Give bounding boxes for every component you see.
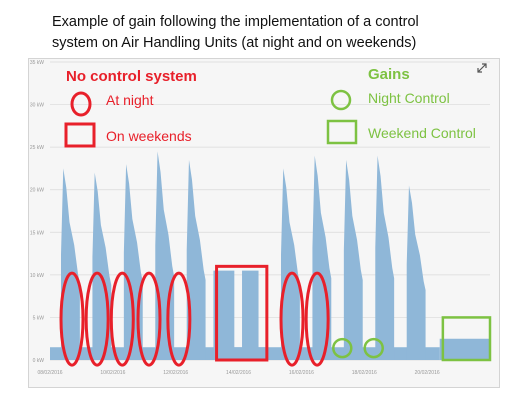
y-tick-label: 20 kW (30, 188, 44, 194)
y-tick-label: 25 kW (30, 145, 44, 151)
weekday-load-area (343, 159, 363, 360)
night-no-control-ellipse (279, 271, 305, 367)
weekday-load-area (186, 159, 206, 360)
night-control-circle (332, 337, 353, 359)
x-tick-label: 08/02/2016 (37, 370, 62, 376)
caption-line-1: Example of gain following the implementa… (52, 14, 419, 30)
weekday-load-area (155, 151, 175, 360)
legend-weekend-box (64, 122, 96, 148)
weekend-load-area (439, 338, 490, 360)
x-tick-label: 10/02/2016 (100, 370, 125, 376)
y-tick-label: 15 kW (30, 230, 44, 236)
on-weekends-label: On weekends (106, 128, 192, 144)
x-tick-label: 16/02/2016 (289, 370, 314, 376)
night-control-label: Night Control (368, 90, 450, 106)
weekend-no-control-box (215, 264, 269, 362)
caption-line-2: system on Air Handling Units (at night a… (52, 35, 417, 51)
y-tick-label: 35 kW (30, 60, 44, 66)
x-tick-label: 20/02/2016 (415, 370, 440, 376)
gains-title: Gains (368, 66, 410, 83)
y-tick-label: 0 kW (33, 358, 45, 364)
night-no-control-ellipse (59, 271, 85, 367)
weekend-control-box (441, 316, 492, 362)
night-no-control-ellipse (166, 271, 192, 367)
no-control-title: No control system (66, 68, 197, 85)
weekend-load-area (213, 270, 269, 360)
legend-night-control-circle (330, 89, 352, 111)
at-night-label: At night (106, 92, 154, 108)
y-tick-label: 10 kW (30, 273, 44, 279)
x-tick-label: 12/02/2016 (163, 370, 188, 376)
chart-caption: Example of gain following the implementa… (52, 12, 492, 54)
night-no-control-ellipse (109, 271, 135, 367)
night-no-control-ellipse (136, 271, 162, 367)
x-tick-label: 14/02/2016 (226, 370, 251, 376)
legend-weekend-control-box (326, 119, 358, 145)
y-tick-label: 30 kW (30, 103, 44, 109)
weekday-load-area (281, 168, 300, 360)
night-no-control-ellipse (304, 271, 330, 367)
weekday-load-area (406, 185, 426, 360)
x-tick-label: 18/02/2016 (352, 370, 377, 376)
y-tick-label: 5 kW (33, 315, 45, 321)
night-control-circle (363, 337, 384, 359)
night-no-control-ellipse (84, 271, 110, 367)
expand-arrows-icon (477, 63, 487, 73)
weekend-control-label: Weekend Control (368, 125, 476, 141)
weekday-load-area (61, 168, 80, 360)
legend-night-ellipse (70, 91, 92, 117)
weekday-load-area (375, 155, 395, 360)
